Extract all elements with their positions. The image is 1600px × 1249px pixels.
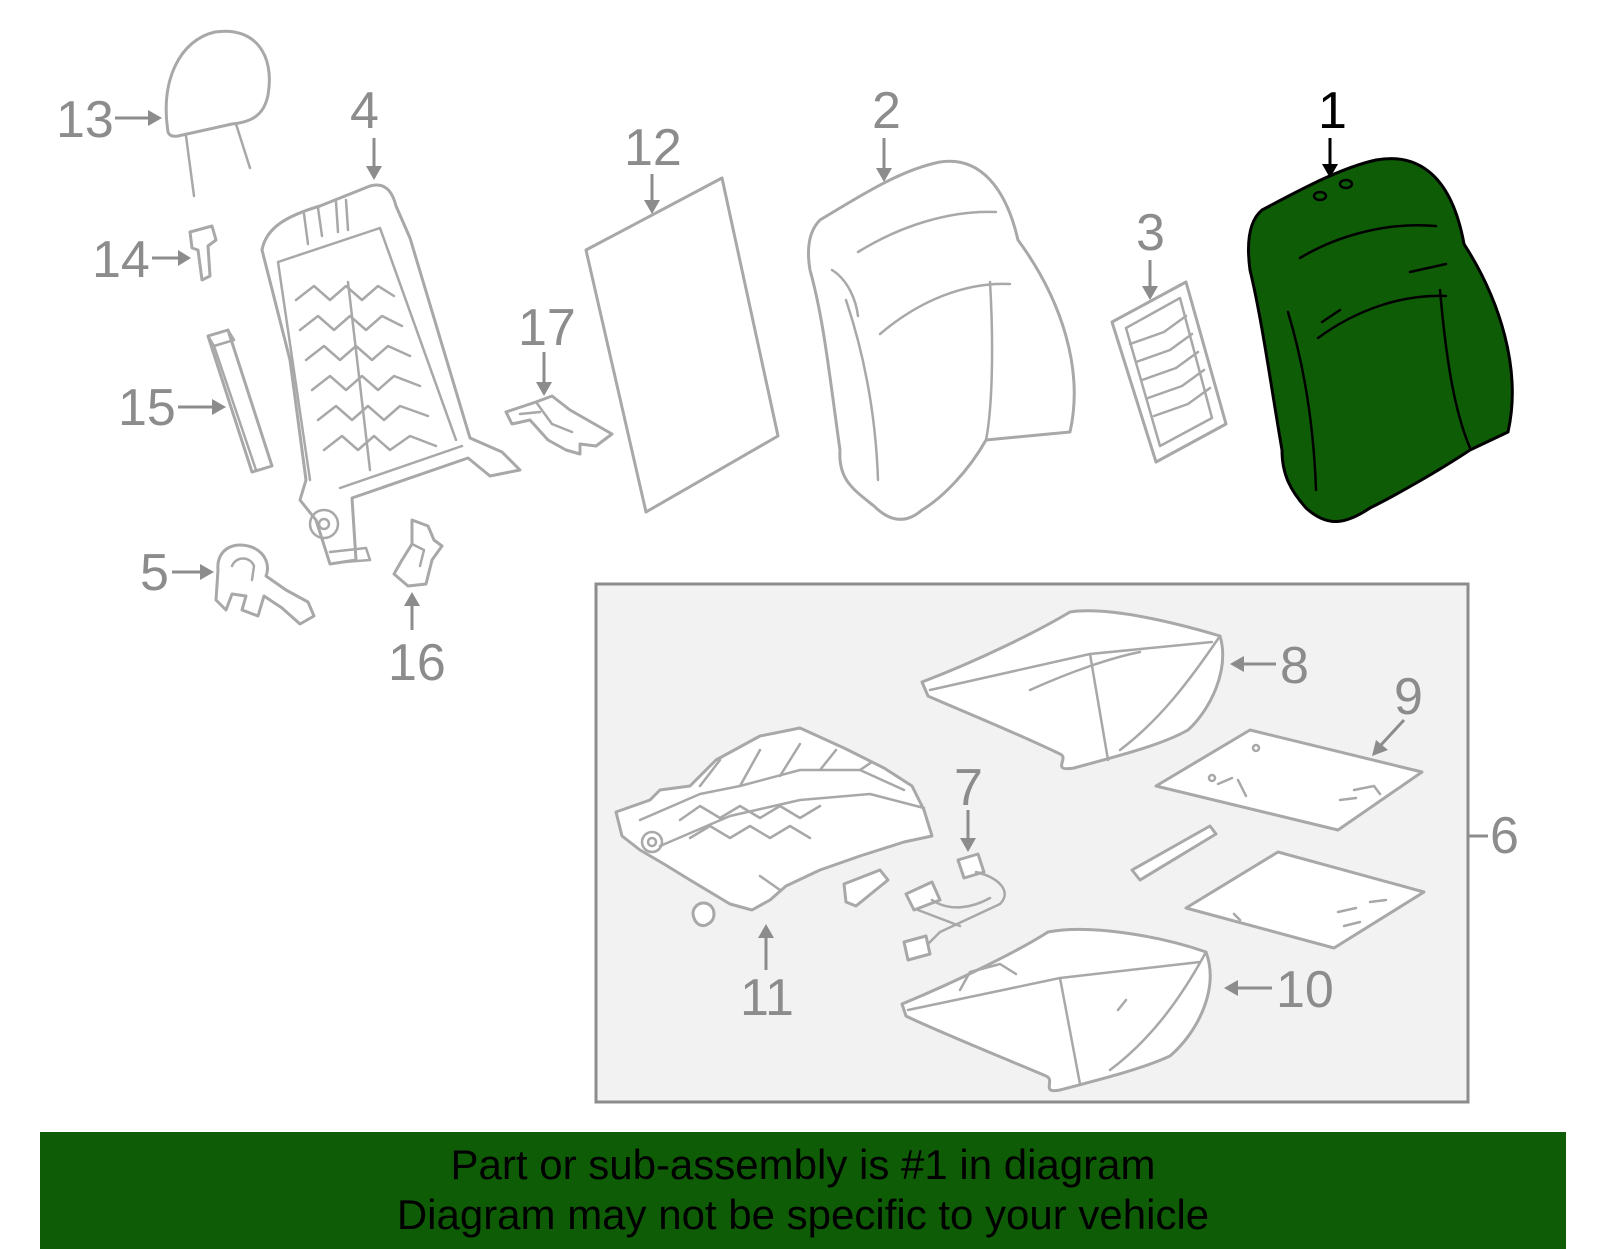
arrowhead-12 (644, 200, 660, 214)
arrowhead-5 (200, 564, 214, 580)
arrowhead-4 (366, 166, 382, 180)
part-1-seatback-cushion[interactable] (1247, 157, 1514, 523)
part-16-clip[interactable] (392, 518, 444, 588)
part-11-seat-track[interactable] (614, 726, 934, 928)
part-5-bracket[interactable] (214, 543, 316, 626)
banner-line-2: Diagram may not be specific to your vehi… (396, 1191, 1210, 1238)
arrowhead-9 (1372, 740, 1388, 756)
callout-4: 4 (350, 82, 379, 140)
part-15-bar[interactable] (206, 328, 274, 474)
callout-17: 17 (518, 299, 576, 357)
part-12-pad[interactable] (584, 176, 780, 514)
part-2-back-cover[interactable] (806, 159, 1076, 521)
callout-11: 11 (740, 969, 794, 1027)
arrowhead-15 (212, 399, 226, 415)
part-7-harness[interactable] (902, 852, 1006, 962)
arrowhead-8 (1230, 656, 1244, 672)
arrowhead-16 (404, 592, 420, 606)
part-4-seatback-frame[interactable] (260, 183, 522, 566)
callout-12: 12 (624, 119, 682, 177)
part-9-heater-mat[interactable] (1154, 728, 1424, 832)
part-3-panel[interactable] (1110, 280, 1228, 464)
arrowhead-17 (536, 382, 552, 396)
arrowhead-11 (758, 924, 774, 938)
callout-15: 15 (118, 379, 176, 437)
part-14-guide[interactable] (188, 224, 218, 282)
arrowhead-1 (1322, 164, 1338, 178)
part-8-cushion-cover[interactable] (920, 609, 1225, 771)
callout-16: 16 (388, 634, 446, 692)
callout-13: 13 (56, 91, 114, 149)
callout-14: 14 (92, 231, 150, 289)
arrowhead-3 (1142, 286, 1158, 300)
callout-9: 9 (1394, 668, 1423, 726)
callout-6: 6 (1490, 807, 1519, 865)
arrow-9 (1378, 718, 1406, 748)
callout-10: 10 (1276, 961, 1334, 1019)
part-second-mat[interactable] (1184, 850, 1426, 950)
callout-7: 7 (954, 759, 983, 817)
part-rod[interactable] (1130, 824, 1218, 882)
banner-line-1: Part or sub-assembly is #1 in diagram (450, 1141, 1156, 1188)
callout-5: 5 (140, 544, 169, 602)
part-13-headrest[interactable] (164, 29, 271, 198)
callout-2: 2 (872, 82, 901, 140)
info-banner: Part or sub-assembly is #1 in diagram Di… (40, 1132, 1566, 1249)
arrowhead-13 (148, 110, 162, 126)
arrowhead-10 (1224, 980, 1238, 996)
callout-1: 1 (1318, 82, 1347, 140)
callout-3: 3 (1136, 204, 1165, 262)
arrowhead-7 (960, 838, 976, 852)
part-17-bracket[interactable] (504, 394, 614, 456)
arrowhead-2 (876, 168, 892, 182)
callout-8: 8 (1280, 637, 1309, 695)
part-10-cushion-pad[interactable] (900, 927, 1212, 1093)
arrowhead-14 (178, 250, 191, 266)
